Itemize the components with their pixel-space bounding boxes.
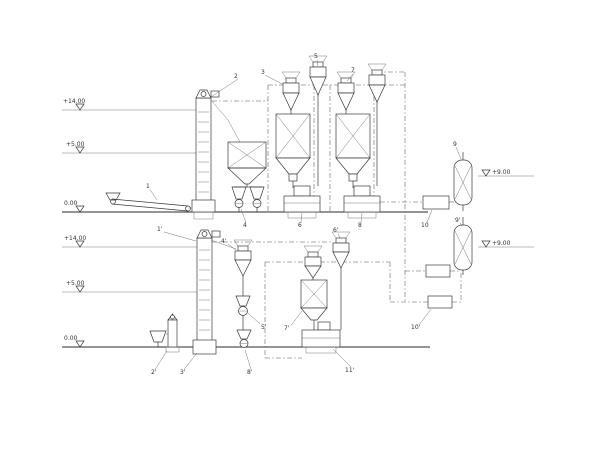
cyclone-lower-right	[331, 231, 351, 331]
equipment-label-6p: 6'	[333, 227, 339, 234]
packing-machine	[301, 321, 341, 354]
pulley-icon	[200, 91, 207, 97]
elevation-label: +14.00	[64, 235, 86, 242]
equipment-label-2: 2	[234, 73, 238, 80]
elevation-label: 0.00	[64, 335, 78, 342]
intake-hopper-icon	[105, 192, 121, 201]
elevation-marker-icon	[75, 240, 85, 248]
cyclone-4	[367, 63, 387, 186]
equipment-label-2p: 2'	[151, 369, 157, 376]
elevation-label: +5.00	[66, 141, 85, 148]
foundation	[305, 346, 337, 354]
surge-bin-assembly	[300, 245, 328, 330]
foundation	[287, 211, 317, 219]
equipment-label-4p: 4'	[221, 238, 227, 245]
foundation	[347, 211, 377, 219]
sifter-bin-assembly	[227, 141, 267, 212]
equipment-label-8: 8	[358, 222, 362, 229]
foundation	[165, 346, 180, 353]
elevation-label: 0.00	[64, 200, 78, 207]
foundation	[193, 211, 214, 220]
equipment-label-7: 7	[351, 67, 355, 74]
elevation-marker-icon	[481, 240, 491, 248]
elevation-markers: +14.00 +5.00 0.00 +14.00 +5.00 0.00 +9.0…	[63, 98, 511, 348]
equipment-label-7p: 7'	[284, 325, 290, 332]
fan-filter-upper	[453, 152, 473, 211]
elevation-marker-icon	[75, 146, 85, 154]
bucket-elevator-upper	[191, 89, 241, 220]
cyclone-3	[336, 71, 356, 114]
equipment-label-5p: 5'	[261, 324, 267, 331]
small-feeder-column	[149, 313, 180, 353]
storage-bin-2	[335, 113, 371, 188]
equipment-label-4: 4	[243, 222, 247, 229]
elevation-marker-icon	[75, 285, 85, 293]
equipment-label-3: 3	[261, 69, 265, 76]
equipment-label-11p: 11'	[345, 367, 355, 374]
duct-box-upper	[422, 195, 450, 210]
elevation-label: +9.00	[492, 169, 511, 176]
bucket-elevator-lower	[192, 229, 237, 355]
inclined-intake-conveyor	[105, 192, 192, 212]
elevation-marker-icon	[481, 169, 491, 177]
elevation-label: +9.00	[492, 240, 511, 247]
storage-bin-1	[275, 113, 311, 188]
fan-filter-lower	[453, 217, 473, 275]
grinding-machine-1	[283, 185, 321, 219]
equipment-label-6: 6	[298, 222, 302, 229]
elevation-marker-icon	[75, 340, 85, 348]
equipment-label-9p: 9'	[455, 217, 461, 224]
equipment-label-1p: 1'	[157, 226, 163, 233]
equipment-label-9: 9	[453, 141, 457, 148]
elevation-label: +14.00	[63, 98, 85, 105]
equipment-label-5: 5	[314, 53, 318, 60]
duct-box-lower	[427, 295, 453, 309]
equipment-label-1: 1	[146, 183, 150, 190]
rotary-valve	[235, 295, 251, 330]
motor-icon	[210, 90, 220, 98]
elevation-marker-icon	[75, 205, 85, 213]
elevation-marker-icon	[75, 103, 85, 111]
cyclone-lower-left	[233, 239, 253, 296]
equipment-labels: 1 2 3 5 7 4 6 8 9 9' 10 10' 1' 2' 3' 4' …	[146, 53, 463, 376]
cyclone-2	[308, 55, 328, 186]
grinding-machine-2	[343, 185, 381, 219]
duct-box-mid	[425, 264, 451, 278]
pulley-icon	[170, 314, 175, 320]
elevation-label: +5.00	[66, 280, 85, 287]
pulley-icon	[201, 231, 208, 237]
discharge-airlock	[236, 329, 252, 348]
motor-icon	[211, 230, 221, 238]
equipment-label-8p: 8'	[247, 369, 253, 376]
equipment-label-10: 10	[421, 222, 429, 229]
cyclone-1	[281, 71, 301, 114]
equipment-label-3p: 3'	[180, 369, 186, 376]
equipment-label-10p: 10'	[411, 324, 421, 331]
pneumatic-duct-lines	[212, 71, 462, 359]
